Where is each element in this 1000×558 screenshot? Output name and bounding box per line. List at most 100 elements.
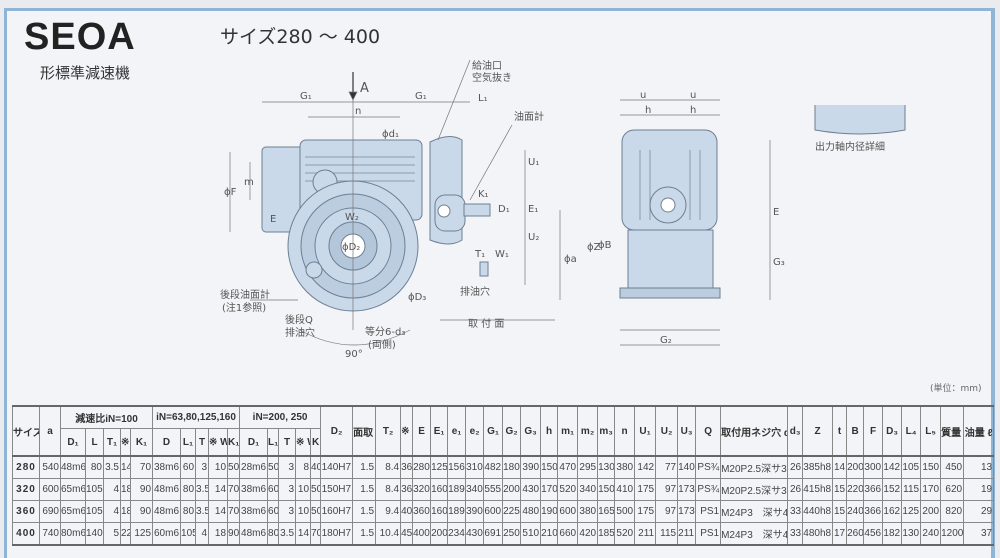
column-header: 油量 ℓ bbox=[963, 405, 995, 457]
column-header: e₂ bbox=[465, 405, 485, 457]
sub-column-header: ※ W₁ bbox=[295, 428, 312, 457]
table-cell: 37 bbox=[963, 522, 995, 546]
column-header: ※ W₂ bbox=[400, 405, 414, 457]
page-frame-top bbox=[4, 8, 994, 11]
table-cell: 50 bbox=[267, 455, 280, 479]
table-cell: 175 bbox=[634, 500, 657, 523]
table-cell: 480 bbox=[520, 500, 542, 523]
column-header: n bbox=[614, 405, 636, 457]
label-n: n bbox=[355, 106, 361, 117]
table-cell: 36 bbox=[400, 455, 414, 479]
table-cell: 190 bbox=[540, 500, 559, 523]
table-cell: 80 bbox=[180, 500, 197, 523]
sub-column-header: T bbox=[278, 428, 297, 457]
table-cell: 80 bbox=[267, 522, 280, 546]
table-cell: 211 bbox=[677, 522, 697, 546]
table-cell: 125 bbox=[129, 522, 154, 546]
table-cell: 70 bbox=[310, 522, 322, 546]
table-cell: 430 bbox=[520, 478, 542, 501]
size-range: サイズ280 ～ 400 bbox=[220, 26, 381, 48]
table-cell: 10.4 bbox=[375, 522, 402, 546]
table-cell: 366 bbox=[863, 478, 884, 501]
label-drain: 排油穴 bbox=[460, 285, 490, 298]
table-cell: 14 bbox=[120, 455, 131, 479]
table-cell: 160 bbox=[430, 500, 449, 523]
column-header: d₃ bbox=[787, 405, 804, 457]
label-m: m bbox=[244, 177, 254, 188]
table-cell: 480h8 bbox=[802, 522, 834, 546]
table-cell: 60 bbox=[180, 455, 197, 479]
table-cell: 60 bbox=[267, 500, 280, 523]
table-cell: M20P2.5深サ35 bbox=[720, 455, 789, 479]
label-side-g3: G₃ bbox=[773, 257, 785, 268]
table-cell: 234 bbox=[447, 522, 467, 546]
column-header: E bbox=[412, 405, 432, 457]
table-cell: 210 bbox=[540, 522, 559, 546]
table-cell: PS1 bbox=[695, 522, 722, 546]
model-subtitle: 形標準減速機 bbox=[40, 64, 131, 82]
table-cell: 26 bbox=[787, 455, 804, 479]
table-cell: 1200 bbox=[940, 522, 965, 546]
table-cell: 189 bbox=[447, 500, 467, 523]
table-cell: 140H7 bbox=[320, 455, 354, 479]
table-cell: 50 bbox=[227, 455, 241, 479]
side-base bbox=[627, 229, 714, 291]
column-header: Z bbox=[802, 405, 834, 457]
column-header: U₃ bbox=[677, 405, 697, 457]
table-cell: 211 bbox=[634, 522, 657, 546]
table-cell: 33 bbox=[787, 522, 804, 546]
table-cell: 130 bbox=[597, 455, 616, 479]
label-side-z: ϕZ bbox=[587, 242, 601, 253]
table-cell: 90 bbox=[227, 522, 241, 546]
sub-column-header: L₁ bbox=[267, 428, 280, 457]
table-cell: 3.5 bbox=[195, 500, 210, 523]
column-header: L₅ bbox=[920, 405, 942, 457]
table-cell: 48m6 bbox=[152, 478, 182, 501]
table-cell: 40 bbox=[400, 500, 414, 523]
table-cell: 456 bbox=[863, 522, 884, 546]
table-cell: 240 bbox=[846, 500, 865, 523]
table-cell: 14 bbox=[208, 500, 229, 523]
table-cell: 420 bbox=[577, 522, 599, 546]
column-header: h bbox=[540, 405, 559, 457]
table-cell: 4 bbox=[195, 522, 210, 546]
input-shaft bbox=[463, 203, 491, 217]
column-header: G₃ bbox=[520, 405, 542, 457]
column-header: G₁ bbox=[483, 405, 504, 457]
table-cell: 173 bbox=[677, 478, 697, 501]
table-cell: 10 bbox=[295, 500, 312, 523]
table-cell: 150 bbox=[597, 478, 616, 501]
table-cell: 820 bbox=[940, 500, 965, 523]
table-cell: 220 bbox=[846, 478, 865, 501]
table-cell: 90 bbox=[129, 478, 154, 501]
table-cell: 660 bbox=[557, 522, 579, 546]
table-cell: 8 bbox=[295, 455, 312, 479]
table-cell: 470 bbox=[557, 455, 579, 479]
table-cell: 105 bbox=[85, 478, 104, 501]
table-cell: PS¾ bbox=[695, 455, 722, 479]
table-cell: 600 bbox=[483, 500, 504, 523]
table-cell: 380 bbox=[614, 455, 636, 479]
table-cell: 140 bbox=[85, 522, 104, 546]
table-cell: 250 bbox=[502, 522, 522, 546]
table-cell: 415h8 bbox=[802, 478, 834, 501]
table-cell: 22 bbox=[120, 522, 131, 546]
table-cell: 295 bbox=[577, 455, 599, 479]
table-cell: 130 bbox=[901, 522, 922, 546]
table-cell: M24P3 深サ45 bbox=[720, 522, 789, 546]
table-cell: 200 bbox=[846, 455, 865, 479]
rear-oil-gauge bbox=[305, 261, 323, 279]
label-f: ϕF bbox=[224, 187, 237, 198]
table-cell: 160H7 bbox=[320, 500, 354, 523]
table-cell: 15 bbox=[832, 478, 848, 501]
table-cell: 1.5 bbox=[352, 522, 377, 546]
table-cell: 14 bbox=[208, 478, 229, 501]
table-cell: 390 bbox=[465, 500, 485, 523]
table-cell: 440h8 bbox=[802, 500, 834, 523]
label-both-sides: (両側) bbox=[368, 338, 396, 351]
table-cell: 180 bbox=[502, 455, 522, 479]
sub-column-header: ※ W₁ bbox=[120, 428, 131, 457]
ratio-group-header: iN=63,80,125,160 bbox=[152, 405, 241, 429]
table-cell: 19 bbox=[963, 478, 995, 501]
table-cell: 240 bbox=[920, 522, 942, 546]
